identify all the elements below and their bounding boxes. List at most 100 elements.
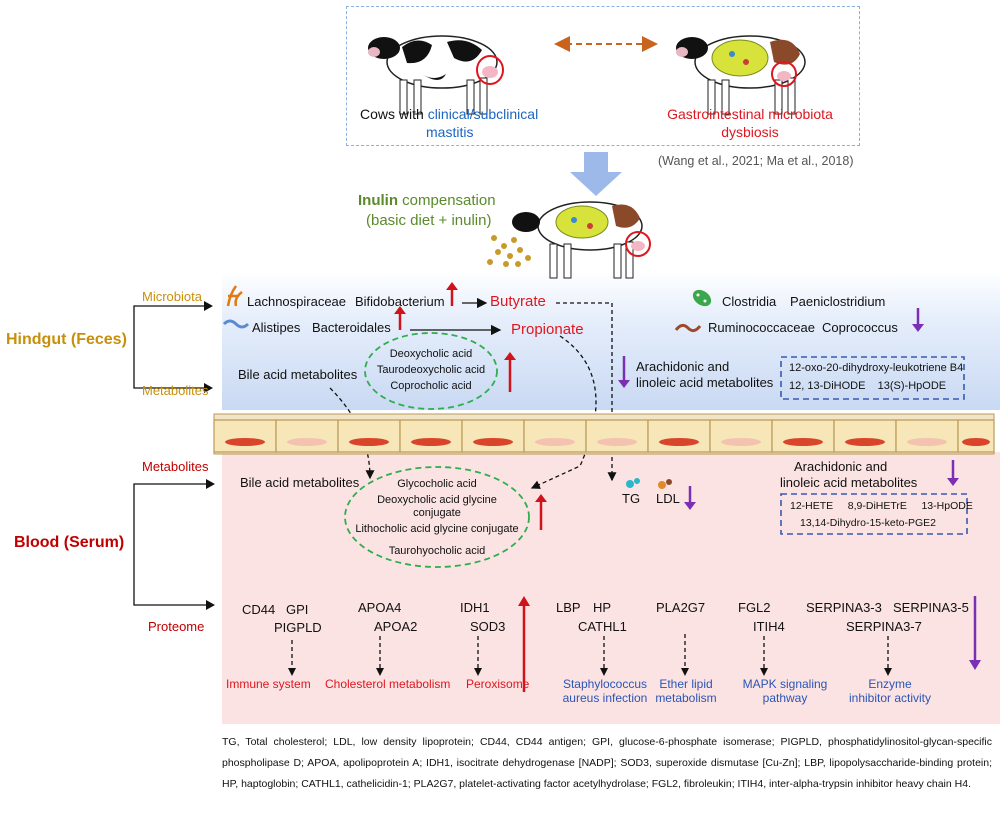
protein-idh1: IDH1 (460, 600, 490, 615)
inulin-diet: (basic diet + inulin) (366, 212, 492, 229)
pathway-mapk-line1: MAPK signaling (742, 677, 828, 691)
protein-hp: HP (593, 600, 612, 615)
pathway-cholesterol: Cholesterol metabolism (325, 677, 451, 691)
hindgut-bile-acid-2: Taurodeoxycholic acid (376, 364, 486, 376)
ldl-label: LDL (656, 491, 680, 506)
taxon-alistipes: Alistipes (252, 320, 301, 335)
inulin-pellets-icon (487, 235, 531, 267)
blood-arachidonic-box (780, 493, 968, 535)
protein-apoa2: APOA2 (374, 619, 418, 634)
cows-mastitis-label: Cows with clinical/subclinical (360, 106, 538, 122)
blood-bile-acid-4: Lithocholic acid glycine conjugate (355, 523, 519, 535)
hindgut-bracket (133, 305, 210, 389)
compensation-down-arrow (570, 152, 622, 196)
protein-sod3: SOD3 (470, 619, 506, 634)
abbreviation-legend: TG, Total cholesterol; LDL, low density … (222, 736, 992, 790)
protein-cd44: CD44 (242, 602, 276, 617)
blood-bile-acid-1: Glycocholic acid (397, 478, 477, 490)
propionate-label: Propionate (511, 321, 584, 338)
taxon-bifidobacterium: Bifidobacterium (355, 294, 445, 309)
alistipes-icon (222, 319, 250, 329)
taxon-bacteroidales: Bacteroidales (312, 320, 391, 335)
protein-pla2g7: PLA2G7 (656, 600, 706, 615)
hindgut-bile-acid-3: Coprocholic acid (390, 380, 472, 392)
epithelial-layer (213, 413, 995, 455)
taxon-coprococcus: Coprococcus (822, 320, 898, 335)
hindgut-background (222, 270, 1000, 410)
protein-fgl2: FGL2 (738, 600, 771, 615)
pathway-staph-line2: aureus infection (562, 691, 648, 705)
cows-mastitis-line2: mastitis (426, 124, 474, 140)
cow-icon-dysbiosis (676, 35, 806, 115)
pathway-peroxisome: Peroxisome (466, 677, 530, 691)
protein-apoa4: APOA4 (358, 600, 402, 615)
hindgut-arachidonic-box (780, 356, 965, 400)
tg-icon (626, 478, 640, 488)
blood-arachidonic-line1: Arachidonic and (794, 459, 888, 474)
protein-gpi: GPI (286, 602, 309, 617)
hindgut-arachidonic-box-line2: 12, 13-DiHODE 13(S)-HpODE (789, 380, 947, 392)
taxon-paeniclostridium: Paeniclostridium (790, 294, 886, 309)
hindgut-bile-acid-label: Bile acid metabolites (238, 367, 358, 382)
blood-bile-acid-5: Taurohyocholic acid (388, 545, 486, 557)
pathway-enzyme-line2: inhibitor activity (848, 691, 932, 705)
protein-serpina3-7: SERPINA3-7 (846, 619, 922, 634)
cow-icon-mastitis (368, 35, 504, 115)
pathway-enzyme-line1: Enzyme (868, 677, 912, 691)
blood-bile-acid-3: conjugate (413, 507, 461, 519)
ruminococcaceae-icon (674, 323, 702, 333)
cow-icon-inulin (512, 201, 651, 279)
pathway-ether-line1: Ether lipid (659, 677, 713, 691)
hindgut-arachidonic-line2: linoleic acid metabolites (636, 375, 774, 390)
dashed-arrowheads (288, 668, 892, 676)
hindgut-microbiota-label: Microbiota (142, 289, 202, 304)
inulin-bold: Inulin (358, 192, 398, 209)
protein-cathl1: CATHL1 (578, 619, 627, 634)
hindgut-metabolites-label: Metabolites (142, 383, 209, 398)
top-dashed-box (346, 6, 860, 146)
hindgut-bile-acid-1: Deoxycholic acid (389, 348, 473, 360)
blood-arachidonic-box-line2: 13,14-Dihydro-15-keto-PGE2 (800, 517, 936, 529)
trend-arrows (394, 282, 981, 692)
dysbiosis-line1: Gastrointestinal microbiota (667, 106, 833, 122)
lachnospiraceae-icon (226, 285, 243, 307)
pathway-staph-line1: Staphylococcus (562, 677, 648, 691)
ldl-icon (658, 479, 672, 489)
blood-bracket (133, 483, 212, 606)
hindgut-arachidonic-line1: Arachidonic and (636, 359, 730, 374)
citation-text: (Wang et al., 2021; Ma et al., 2018) (658, 154, 854, 168)
pathway-immune: Immune system (226, 677, 311, 691)
blood-section-label: Blood (Serum) (14, 534, 125, 551)
protein-lbp: LBP (556, 600, 581, 615)
protein-serpina3-5: SERPINA3-5 (893, 600, 969, 615)
cows-label-prefix: Cows with (360, 106, 424, 122)
blood-arachidonic-box-line1: 12-HETE 8,9-DiHETrE 13-HpODE (790, 500, 973, 512)
blood-bile-acid-2: Deoxycholic acid glycine (377, 494, 497, 506)
pathway-mapk-line2: pathway (762, 691, 808, 705)
butyrate-label: Butyrate (490, 293, 546, 310)
blood-bile-ellipse (344, 466, 530, 568)
tg-label: TG (622, 491, 641, 506)
blood-bile-acid-label: Bile acid metabolites (240, 475, 360, 490)
blood-metabolites-label: Metabolites (142, 459, 209, 474)
taxon-lachnospiraceae: Lachnospiraceae (247, 294, 347, 309)
clostridia-icon (692, 289, 712, 307)
blood-arachidonic-line2: linoleic acid metabolites (780, 475, 918, 490)
taxon-ruminococcaceae: Ruminococcaceae (708, 320, 815, 335)
protein-itih4: ITIH4 (753, 619, 785, 634)
hindgut-arachidonic-box-line1: 12-oxo-20-dihydroxy-leukotriene B4 (789, 362, 964, 374)
hindgut-bile-ellipse (364, 332, 498, 410)
dysbiosis-line2: dysbiosis (721, 124, 779, 140)
cows-label-highlight: clinical/subclinical (427, 106, 539, 122)
blood-background (222, 452, 1000, 724)
pathway-ether-line2: metabolism (655, 691, 717, 705)
protein-serpina3-3: SERPINA3-3 (806, 600, 882, 615)
hindgut-section-label: Hindgut (Feces) (6, 331, 127, 348)
inulin-label: Inulin compensation (358, 192, 496, 209)
protein-pigpld: PIGPLD (274, 620, 322, 635)
inulin-rest: compensation (402, 192, 496, 209)
taxon-clostridia: Clostridia (722, 294, 777, 309)
blood-proteome-label: Proteome (148, 619, 205, 634)
